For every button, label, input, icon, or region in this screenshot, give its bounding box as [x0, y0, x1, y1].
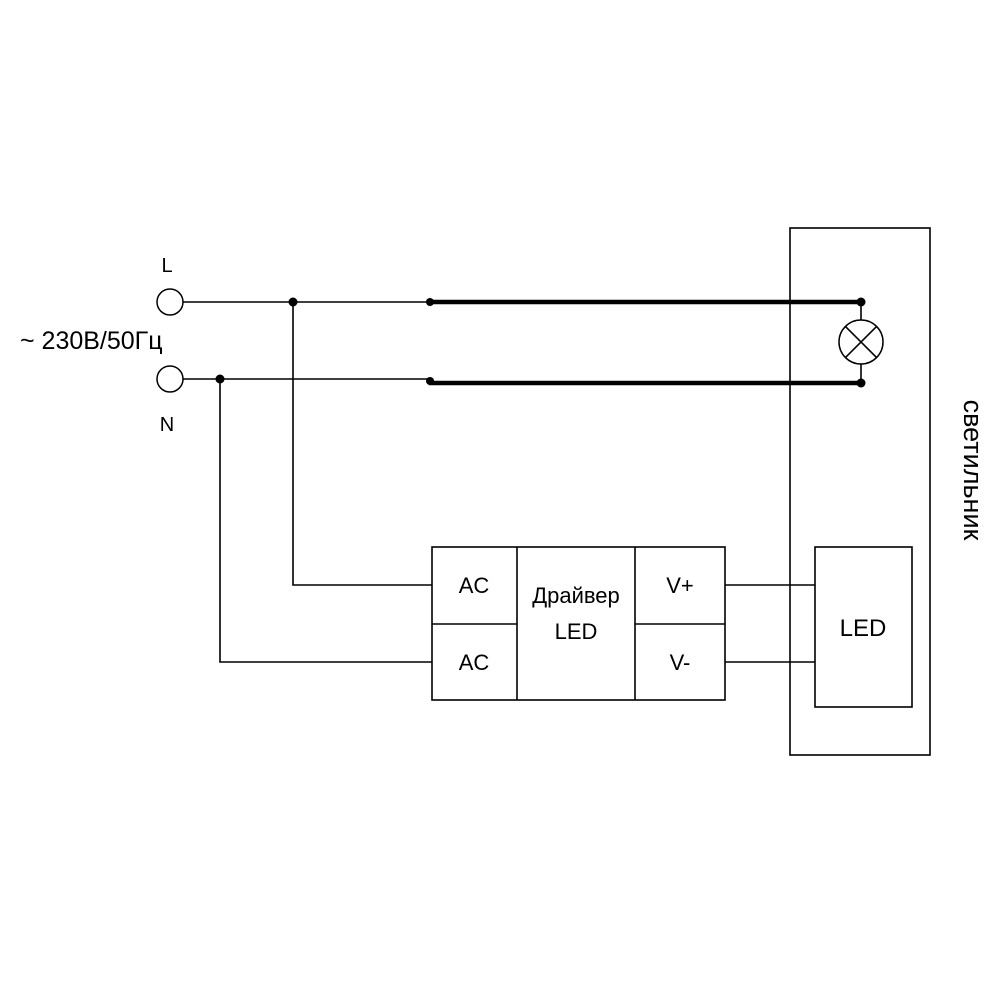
- neutral-terminal: [156, 365, 184, 393]
- driver-title-line1: Драйвер: [532, 583, 620, 608]
- wire-phase-to-driver: [292, 302, 432, 586]
- junction-dot-phase-mid: [426, 298, 434, 306]
- phase-terminal: [156, 288, 184, 316]
- driver-title-line2: LED: [555, 619, 598, 644]
- driver-ac-bottom-label: AC: [459, 650, 490, 675]
- led-module-label: LED: [840, 615, 887, 642]
- luminaire-outline: [789, 227, 931, 756]
- driver-vminus-label: V-: [670, 650, 691, 675]
- led-module-box: [814, 546, 913, 708]
- driver-vplus-label: V+: [666, 573, 694, 598]
- lamp-cross-diagonal-2: [844, 325, 878, 359]
- supply-voltage-label: ~ 230В/50Гц: [20, 327, 163, 355]
- neutral-label: N: [160, 414, 174, 436]
- wire-neutral-to-driver: [219, 379, 432, 663]
- junction-dot-neutral-mid: [426, 377, 434, 385]
- phase-label: L: [161, 255, 172, 277]
- luminaire-label: светильник: [958, 400, 988, 541]
- driver-ac-top-label: AC: [459, 573, 490, 598]
